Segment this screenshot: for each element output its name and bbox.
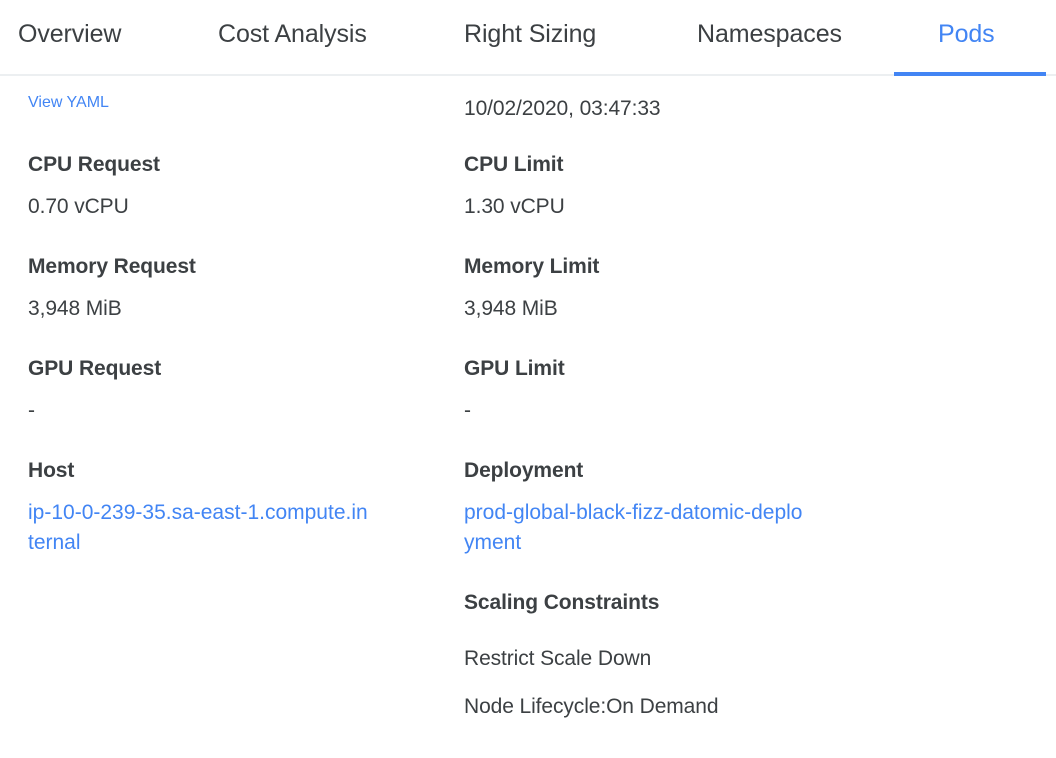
- tab-pods[interactable]: Pods: [938, 0, 995, 76]
- pod-detail-grid: View YAML CPU Request 0.70 vCPU Memory R…: [0, 76, 1056, 758]
- deployment-link-wrap: prod-global-black-fizz-datomic-deploymen…: [464, 498, 804, 558]
- active-tab-indicator: [894, 72, 1046, 76]
- gpu-request-value: -: [28, 399, 35, 422]
- deployment-label: Deployment: [464, 459, 584, 482]
- field-cpu-request: CPU Request 0.70 vCPU: [28, 152, 418, 222]
- field-scaling-constraints: Scaling Constraints Restrict Scale Down …: [464, 590, 854, 722]
- cpu-request-label: CPU Request: [28, 153, 160, 176]
- deployment-link[interactable]: prod-global-black-fizz-datomic-deploymen…: [464, 501, 803, 554]
- memory-limit-value: 3,948 MiB: [464, 297, 558, 320]
- scaling-constraints-label: Scaling Constraints: [464, 591, 660, 614]
- host-link[interactable]: ip-10-0-239-35.sa-east-1.compute.interna…: [28, 501, 368, 554]
- scaling-constraint-restrict-scale-down: Restrict Scale Down: [464, 647, 652, 670]
- memory-request-value: 3,948 MiB: [28, 297, 122, 320]
- tab-bar-divider: [0, 74, 1056, 76]
- cpu-request-value: 0.70 vCPU: [28, 195, 129, 218]
- tab-overview[interactable]: Overview: [18, 0, 121, 76]
- view-yaml-link[interactable]: View YAML: [28, 94, 109, 111]
- field-gpu-request: GPU Request -: [28, 356, 418, 426]
- cpu-limit-label: CPU Limit: [464, 153, 564, 176]
- cpu-limit-value: 1.30 vCPU: [464, 195, 565, 218]
- tab-right-sizing[interactable]: Right Sizing: [464, 0, 596, 76]
- host-label: Host: [28, 459, 75, 482]
- memory-request-label: Memory Request: [28, 255, 196, 278]
- field-memory-limit: Memory Limit 3,948 MiB: [464, 254, 854, 324]
- scaling-constraint-node-lifecycle: Node Lifecycle:On Demand: [464, 695, 719, 718]
- field-timestamp: 10/02/2020, 03:47:33: [464, 94, 854, 124]
- gpu-limit-value: -: [464, 399, 471, 422]
- field-gpu-limit: GPU Limit -: [464, 356, 854, 426]
- timestamp-value: 10/02/2020, 03:47:33: [464, 97, 661, 120]
- field-host: Host ip-10-0-239-35.sa-east-1.compute.in…: [28, 458, 418, 558]
- field-view-yaml: View YAML: [28, 94, 418, 112]
- host-link-wrap: ip-10-0-239-35.sa-east-1.compute.interna…: [28, 498, 368, 558]
- field-memory-request: Memory Request 3,948 MiB: [28, 254, 418, 324]
- tab-namespaces[interactable]: Namespaces: [697, 0, 842, 76]
- field-deployment: Deployment prod-global-black-fizz-datomi…: [464, 458, 854, 558]
- tab-bar: Overview Cost Analysis Right Sizing Name…: [0, 0, 1056, 76]
- tab-cost-analysis[interactable]: Cost Analysis: [218, 0, 367, 76]
- field-cpu-limit: CPU Limit 1.30 vCPU: [464, 152, 854, 222]
- gpu-limit-label: GPU Limit: [464, 357, 565, 380]
- gpu-request-label: GPU Request: [28, 357, 162, 380]
- memory-limit-label: Memory Limit: [464, 255, 600, 278]
